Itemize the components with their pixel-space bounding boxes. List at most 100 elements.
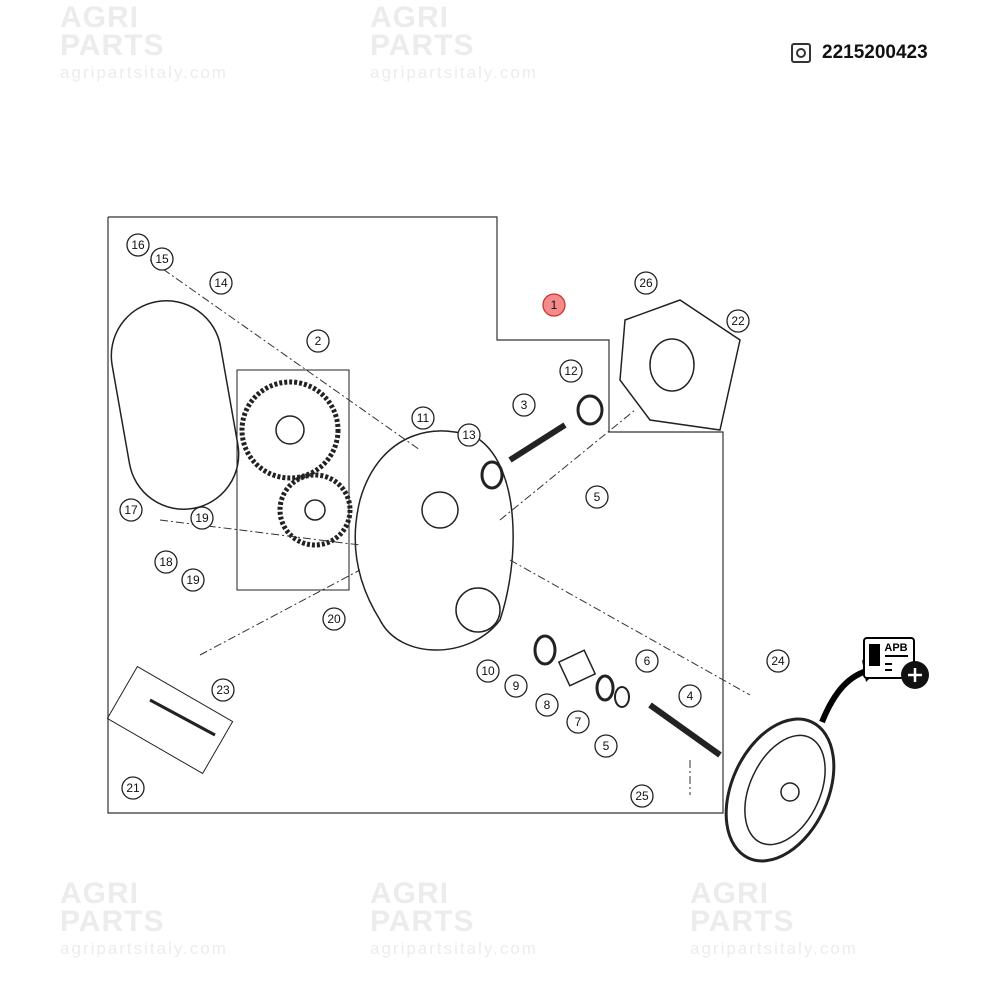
callout-label: 18 [159,555,173,569]
callout-circle [726,309,750,333]
callout-circle [594,734,618,758]
callout-24[interactable]: 24 [766,649,790,673]
callout-circle [154,550,178,574]
callout-circle [306,329,330,353]
gear-large [239,379,341,481]
apb-add-button[interactable]: APB [862,636,932,692]
callout-11[interactable]: 11 [411,406,435,430]
gear-group-box [236,369,350,591]
callout-label: 7 [575,715,582,729]
callout-label: 3 [521,398,528,412]
shaft-3 [508,422,567,463]
seal-12 [576,394,604,426]
callout-circle [322,607,346,631]
callout-circle [121,776,145,800]
cover-26 [619,299,741,431]
callout-12[interactable]: 12 [559,359,583,383]
callout-5[interactable]: 5 [594,734,618,758]
callout-20[interactable]: 20 [322,607,346,631]
apb-label: APB [884,642,907,654]
parts-catalog-icon [791,43,811,63]
assembly-outline [107,216,724,814]
callout-13[interactable]: 13 [457,423,481,447]
callout-3[interactable]: 3 [512,393,536,417]
callout-10[interactable]: 10 [476,659,500,683]
callout-15[interactable]: 15 [150,247,174,271]
callout-label: 14 [214,276,228,290]
housing-11 [354,430,514,651]
callout-label: 2 [315,334,322,348]
callout-label: 23 [216,683,230,697]
callout-label: 15 [155,252,169,266]
callout-label: 24 [771,654,785,668]
sensor-21-box [106,665,234,775]
callout-1[interactable]: 1 [542,293,566,317]
bearing-13 [480,460,504,490]
callout-circle [585,485,609,509]
part-number: 2215200423 [822,42,928,63]
callout-label: 16 [131,238,145,252]
callout-label: 13 [462,428,476,442]
callout-circle [535,693,559,717]
callout-label: 5 [594,490,601,504]
pulley [724,717,836,863]
callout-4[interactable]: 4 [678,684,702,708]
callout-label: 4 [687,689,694,703]
callout-19[interactable]: 19 [190,506,214,530]
callout-label: 20 [327,612,341,626]
callout-circle [181,568,205,592]
callout-23[interactable]: 23 [211,678,235,702]
part-number-header: 2215200423 [790,42,928,64]
callout-21[interactable]: 21 [121,776,145,800]
callout-label: 9 [513,679,520,693]
callout-22[interactable]: 22 [726,309,750,333]
callout-6[interactable]: 6 [635,649,659,673]
callout-16[interactable]: 16 [126,233,150,257]
callout-2[interactable]: 2 [306,329,330,353]
callout-circle [542,293,566,317]
gear-small [277,472,353,548]
callout-circle [411,406,435,430]
callout-circle [634,271,658,295]
callout-circle [635,649,659,673]
callout-label: 26 [639,276,653,290]
callout-label: 12 [564,364,578,378]
callout-circle [457,423,481,447]
callout-label: 25 [635,789,649,803]
add-to-cart-icon[interactable] [901,661,929,689]
callout-circle [119,498,143,522]
callout-8[interactable]: 8 [535,693,559,717]
callout-circle [211,678,235,702]
callout-label: 11 [417,411,430,425]
callout-label: 19 [195,511,209,525]
callout-label: 19 [186,573,200,587]
callout-circle [630,784,654,808]
callout-circle [566,710,590,734]
callout-circle [512,393,536,417]
callout-17[interactable]: 17 [119,498,143,522]
callout-label: 5 [603,739,610,753]
callout-circle [209,271,233,295]
callout-25[interactable]: 25 [630,784,654,808]
callout-label: 22 [731,314,745,328]
callout-label: 17 [124,503,138,517]
callout-label: 8 [544,698,551,712]
callout-14[interactable]: 14 [209,271,233,295]
callout-label: 6 [644,654,651,668]
callout-5[interactable]: 5 [585,485,609,509]
callout-circle [766,649,790,673]
callout-26[interactable]: 26 [634,271,658,295]
callout-circle [150,247,174,271]
callout-9[interactable]: 9 [504,674,528,698]
callout-7[interactable]: 7 [566,710,590,734]
callout-19[interactable]: 19 [181,568,205,592]
shaft-4 [648,702,722,758]
callout-circle [559,359,583,383]
callout-circle [476,659,500,683]
callout-circle [504,674,528,698]
callout-circle [190,506,214,530]
callout-circle [126,233,150,257]
callout-18[interactable]: 18 [154,550,178,574]
gasket-14 [110,300,240,510]
